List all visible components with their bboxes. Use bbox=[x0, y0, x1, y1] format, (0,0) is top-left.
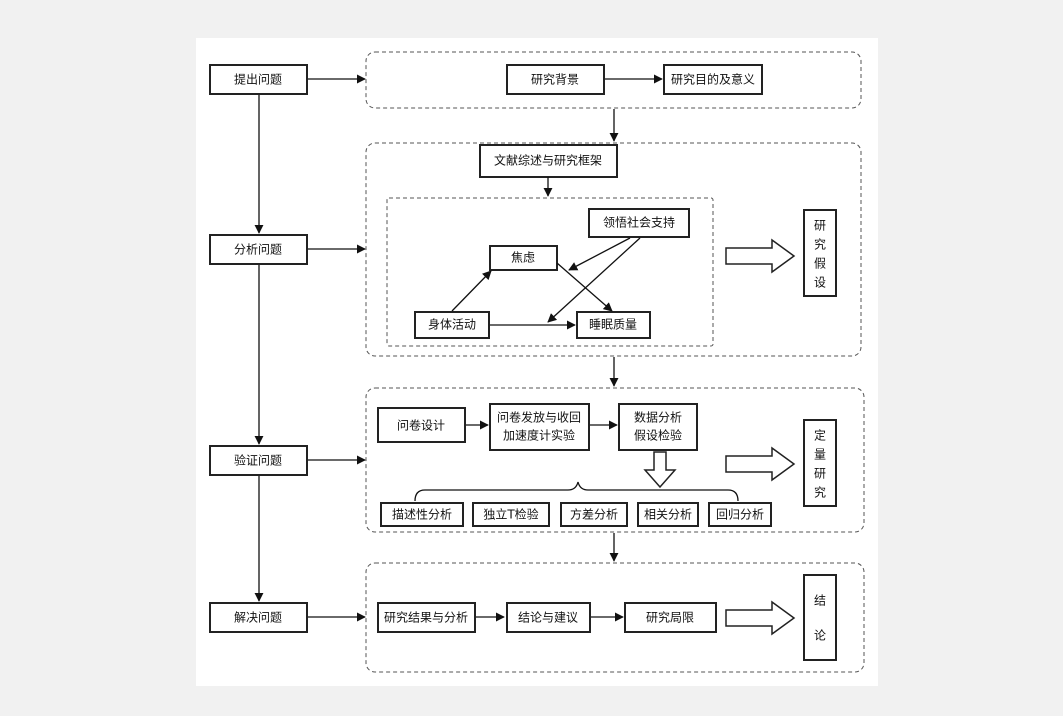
hypothesis-char-4: 设 bbox=[814, 276, 826, 290]
section-conclusion-container bbox=[365, 562, 865, 673]
hollow-arrow-hypothesis bbox=[725, 238, 796, 274]
section-background-container bbox=[365, 51, 862, 109]
node-conclusion-advice-label: 结论与建议 bbox=[518, 611, 578, 625]
node-conclusion-advice: 结论与建议 bbox=[506, 602, 591, 633]
node-social-support-label: 领悟社会支持 bbox=[603, 215, 675, 230]
data-analysis-line-1: 数据分析 bbox=[634, 410, 682, 425]
hypothesis-char-3: 假 bbox=[814, 257, 826, 271]
method-t-test: 独立T检验 bbox=[472, 502, 550, 527]
node-sleep-quality-label: 睡眠质量 bbox=[589, 318, 637, 332]
step-raise-problem: 提出问题 bbox=[209, 64, 308, 95]
method-correlation: 相关分析 bbox=[637, 502, 699, 527]
step-analyze-problem: 分析问题 bbox=[209, 234, 308, 265]
method-anova: 方差分析 bbox=[560, 502, 628, 527]
node-literature-review-label: 文献综述与研究框架 bbox=[494, 153, 602, 168]
quantitative-char-1: 定 bbox=[814, 428, 826, 443]
node-results-analysis: 研究结果与分析 bbox=[377, 602, 476, 633]
method-regression: 回归分析 bbox=[708, 502, 772, 527]
node-anxiety: 焦虑 bbox=[489, 245, 558, 271]
node-anxiety-label: 焦虑 bbox=[511, 251, 535, 265]
node-hypothesis: 研 究 假 设 bbox=[803, 209, 837, 297]
step-analyze-problem-label: 分析问题 bbox=[234, 243, 282, 257]
method-regression-label: 回归分析 bbox=[716, 508, 764, 522]
arrow-anxiety-sleep bbox=[556, 262, 613, 312]
arrow-activity-anxiety bbox=[451, 270, 492, 312]
node-physical-activity-label: 身体活动 bbox=[428, 317, 476, 332]
node-social-support: 领悟社会支持 bbox=[588, 208, 690, 238]
step-solve-problem: 解决问题 bbox=[209, 602, 308, 633]
hollow-arrow-quantitative bbox=[725, 446, 796, 482]
section-framework-container bbox=[365, 142, 862, 357]
node-research-purpose-label: 研究目的及意义 bbox=[671, 72, 755, 87]
node-sleep-quality: 睡眠质量 bbox=[576, 311, 651, 339]
hollow-arrow-conclusion bbox=[725, 600, 796, 636]
hollow-arrow-down bbox=[643, 451, 677, 489]
hypothesis-char-1: 研 bbox=[814, 219, 826, 233]
node-questionnaire-design: 问卷设计 bbox=[377, 407, 466, 443]
arrow-support-path bbox=[547, 237, 641, 323]
node-literature-review: 文献综述与研究框架 bbox=[479, 144, 618, 178]
hypothesis-char-2: 究 bbox=[814, 237, 826, 252]
quantitative-char-3: 研 bbox=[814, 467, 826, 481]
node-questionnaire-design-label: 问卷设计 bbox=[397, 418, 445, 433]
conclusion-char-1: 结 bbox=[814, 594, 826, 608]
distribution-line-2: 加速度计实验 bbox=[503, 428, 575, 443]
method-descriptive-label: 描述性分析 bbox=[392, 508, 452, 522]
node-data-analysis: 数据分析 假设检验 bbox=[618, 403, 698, 451]
node-conclusion: 结 论 bbox=[803, 574, 837, 661]
node-research-background: 研究背景 bbox=[506, 64, 605, 95]
distribution-line-1: 问卷发放与收回 bbox=[497, 410, 581, 425]
node-results-analysis-label: 研究结果与分析 bbox=[384, 610, 468, 625]
node-research-purpose: 研究目的及意义 bbox=[663, 64, 763, 95]
step-solve-problem-label: 解决问题 bbox=[234, 611, 282, 625]
step-verify-problem-label: 验证问题 bbox=[234, 453, 282, 468]
method-correlation-label: 相关分析 bbox=[644, 508, 692, 522]
quantitative-char-4: 究 bbox=[814, 485, 826, 500]
node-limitations-label: 研究局限 bbox=[646, 610, 694, 625]
method-descriptive: 描述性分析 bbox=[380, 502, 464, 527]
framework-model-container bbox=[386, 197, 714, 347]
node-research-background-label: 研究背景 bbox=[531, 72, 579, 87]
method-anova-label: 方差分析 bbox=[570, 507, 618, 522]
conclusion-char-2: 论 bbox=[814, 629, 826, 643]
step-raise-problem-label: 提出问题 bbox=[234, 72, 282, 87]
step-verify-problem: 验证问题 bbox=[209, 445, 308, 476]
node-distribution: 问卷发放与收回 加速度计实验 bbox=[489, 403, 590, 451]
quantitative-char-2: 量 bbox=[814, 448, 826, 462]
node-quantitative-research: 定 量 研 究 bbox=[803, 419, 837, 507]
method-t-test-label: 独立T检验 bbox=[483, 507, 538, 522]
section-verification-container bbox=[365, 387, 865, 533]
arrow-support-anxiety bbox=[568, 237, 631, 271]
node-physical-activity: 身体活动 bbox=[414, 311, 490, 339]
node-limitations: 研究局限 bbox=[624, 602, 717, 633]
methods-brace bbox=[414, 481, 739, 502]
data-analysis-line-2: 假设检验 bbox=[634, 428, 682, 443]
